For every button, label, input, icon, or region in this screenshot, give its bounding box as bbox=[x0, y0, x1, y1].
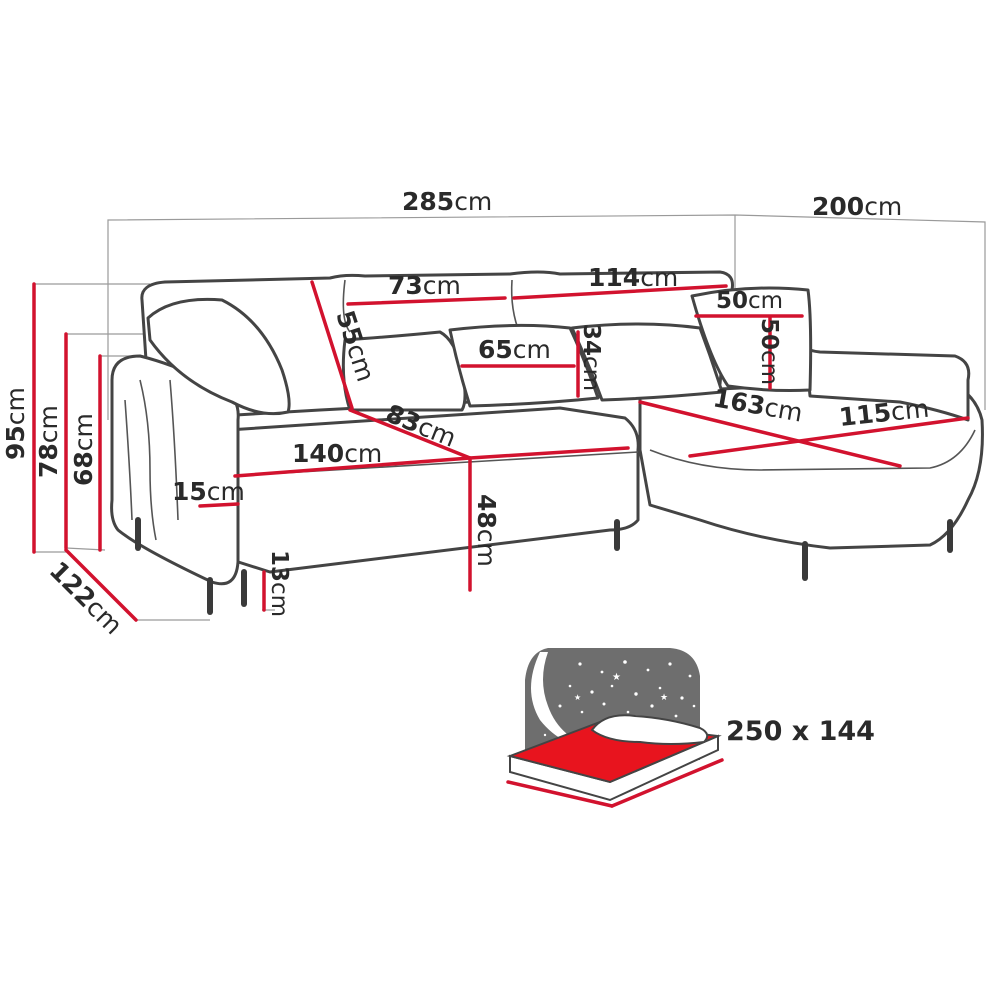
label-seat-width: 140cm bbox=[292, 439, 382, 468]
bed-pillow-icon bbox=[590, 714, 709, 745]
dimension-lines bbox=[32, 280, 970, 622]
extension-lines bbox=[34, 214, 986, 621]
sofa-seat bbox=[226, 406, 640, 574]
label-small-pillow-width: 50cm bbox=[716, 288, 783, 314]
label-chaise-depth: 115cm bbox=[838, 394, 931, 432]
label-leg-height: 13cm bbox=[266, 550, 292, 617]
label-height-armrest: 78cm bbox=[34, 405, 63, 478]
label-total-width: 285cm bbox=[402, 187, 492, 216]
sofa-chaise bbox=[638, 376, 984, 550]
svg-text:★: ★ bbox=[660, 693, 668, 703]
sofa-drawing bbox=[110, 270, 984, 615]
label-back-cushion-width: 73cm bbox=[388, 271, 461, 300]
label-chaise-length: 200cm bbox=[812, 192, 902, 221]
label-backrest-width-right: 114cm bbox=[588, 263, 678, 292]
svg-text:★: ★ bbox=[574, 693, 581, 702]
svg-text:★: ★ bbox=[612, 672, 621, 683]
pillow-rect-right bbox=[570, 322, 724, 402]
dimension-labels: 285cm 200cm 95cm 78cm 68cm 122cm 73cm 11… bbox=[1, 187, 930, 640]
label-armrest-width: 15cm bbox=[172, 477, 245, 506]
label-seat-height: 48cm bbox=[472, 494, 501, 567]
label-height-total: 95cm bbox=[1, 387, 30, 460]
bed-size-label: 250 x 144 bbox=[726, 716, 875, 747]
label-small-pillow-height: 50cm bbox=[756, 318, 782, 385]
label-height-backrest-mid: 68cm bbox=[69, 413, 98, 486]
label-pillow-width: 65cm bbox=[478, 335, 551, 364]
pillow-small-square bbox=[690, 286, 813, 392]
pillow-left-large bbox=[146, 297, 291, 416]
moon-icon bbox=[531, 652, 600, 750]
label-pillow-height: 34cm bbox=[578, 324, 604, 391]
bed-function-icon: ★ ★ ★ ★ 250 x 144 bbox=[506, 648, 875, 808]
sofa-armrest-left bbox=[110, 354, 240, 586]
